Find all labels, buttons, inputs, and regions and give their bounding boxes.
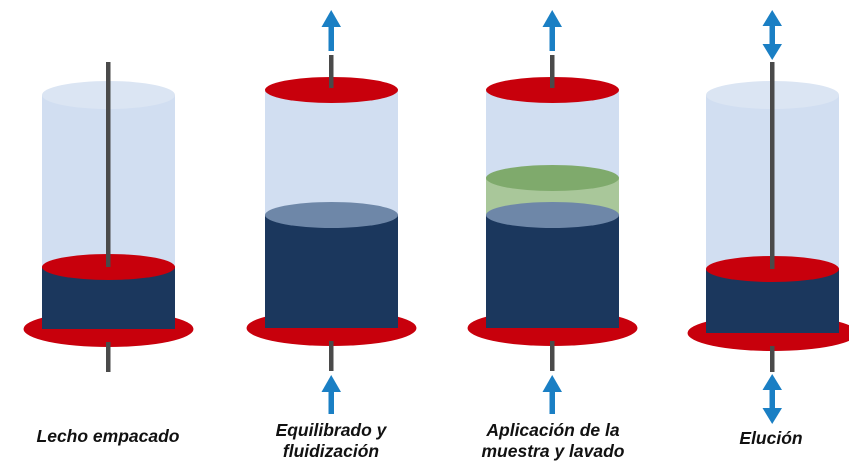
- outlet-rod: [770, 346, 775, 372]
- double-arrow-icon: [762, 10, 782, 60]
- up-arrow-icon: [542, 10, 562, 51]
- up-arrow-icon: [542, 375, 562, 414]
- plunger-rod: [329, 55, 334, 88]
- caption-line: Lecho empacado: [36, 426, 180, 446]
- outlet-rod: [106, 342, 111, 372]
- resin-bed-surface: [486, 202, 619, 228]
- up-arrow-icon: [321, 10, 341, 51]
- caption-equilibration: Equilibrado y fluidización: [231, 420, 431, 462]
- top-plunger: [265, 77, 398, 103]
- resin-bed: [265, 215, 398, 328]
- stage-equilibration: [246, 10, 417, 414]
- caption-sample-application: Aplicación de la muestra y lavado: [453, 420, 653, 462]
- stage-elution: [687, 10, 849, 424]
- stage-packed-bed: [23, 62, 194, 372]
- sample-surface: [486, 165, 619, 191]
- caption-line: Equilibrado y: [275, 420, 387, 440]
- top-plunger: [486, 77, 619, 103]
- stage-sample-application: [467, 10, 638, 414]
- caption-line: Aplicación de la: [486, 420, 620, 440]
- outlet-rod: [329, 341, 334, 371]
- caption-line: Elución: [739, 428, 803, 448]
- caption-line: muestra y lavado: [481, 441, 625, 461]
- caption-line: fluidización: [282, 441, 380, 461]
- caption-packed-bed: Lecho empacado: [8, 426, 208, 447]
- plunger-rod: [550, 55, 555, 88]
- plunger-rod: [770, 62, 775, 269]
- resin-bed-surface: [265, 202, 398, 228]
- plunger-rod: [106, 62, 111, 267]
- double-arrow-icon: [762, 374, 782, 424]
- up-arrow-icon: [321, 375, 341, 414]
- caption-elution: Elución: [671, 428, 849, 449]
- outlet-rod: [550, 341, 555, 371]
- resin-bed: [486, 215, 619, 328]
